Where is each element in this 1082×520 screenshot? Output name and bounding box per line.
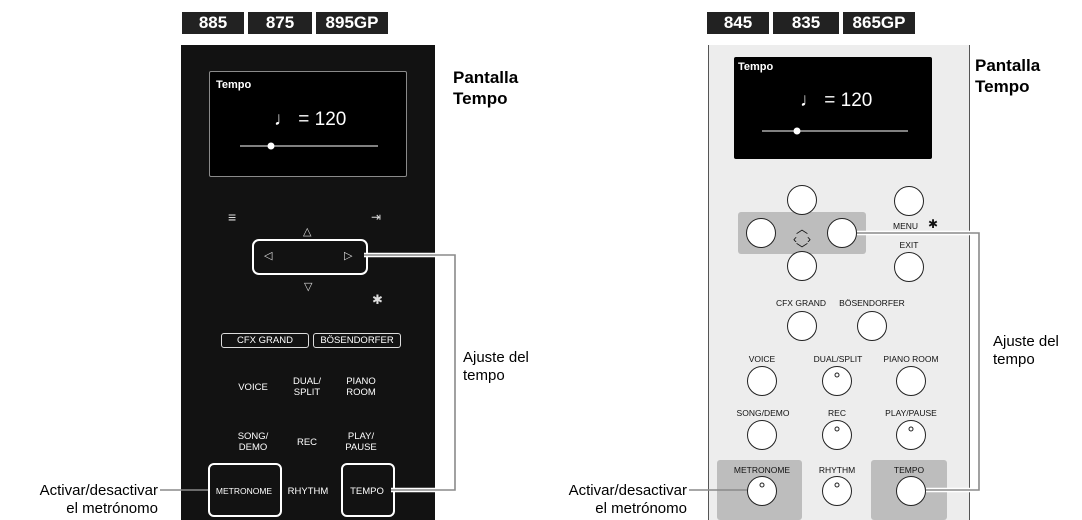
metronome-button[interactable]: [747, 476, 777, 506]
metronome-highlight: [208, 463, 282, 517]
rhythm-button[interactable]: [822, 476, 852, 506]
piano-room-button[interactable]: PIANO ROOM: [338, 376, 384, 398]
menu-button[interactable]: [894, 186, 924, 216]
display-title: Tempo: [216, 79, 252, 91]
up-chevron-icon: ︿: [795, 222, 808, 236]
menu-icon[interactable]: ≡: [228, 209, 237, 225]
model-tag-845: 845: [707, 12, 769, 34]
display-title: Tempo: [738, 61, 774, 73]
pantalla-line1: Pantalla: [453, 68, 519, 87]
down-button[interactable]: [787, 251, 817, 281]
down-chevron-icon: ﹀: [795, 242, 808, 256]
piano-room-label: PIANO ROOM: [883, 354, 939, 364]
rec-label: REC: [828, 408, 846, 418]
model-tag-835: 835: [773, 12, 839, 34]
model-tag-895gp: 895GP: [316, 12, 388, 34]
pantalla-line2: Tempo: [453, 89, 508, 108]
bosendorfer-button[interactable]: BÖSENDORFER: [313, 333, 401, 348]
cfx-grand-button[interactable]: CFX GRAND: [221, 333, 309, 348]
left-arrow-icon[interactable]: ◁: [264, 250, 273, 262]
menu-label: MENU: [893, 221, 919, 231]
rhythm-button[interactable]: RHYTHM: [287, 486, 329, 497]
play-pause-button[interactable]: [896, 420, 926, 450]
song-demo-label: SONG/DEMO: [736, 408, 790, 418]
voice-button[interactable]: [747, 366, 777, 396]
play-pause-button[interactable]: PLAY/ PAUSE: [338, 431, 384, 453]
activar-line2: el metrónomo: [66, 500, 158, 517]
ajuste-line1: Ajuste del: [463, 349, 529, 366]
exit-button[interactable]: [894, 252, 924, 282]
model-tag-885: 885: [182, 12, 244, 34]
pantalla-label-left: Pantalla Tempo: [453, 67, 518, 109]
cfx-grand-button[interactable]: [787, 311, 817, 341]
pantalla-line1: Pantalla: [975, 56, 1041, 75]
song-demo-button[interactable]: SONG/ DEMO: [230, 431, 276, 453]
song-demo-line2: DEMO: [238, 442, 268, 453]
dual-split-button[interactable]: [822, 366, 852, 396]
rec-button[interactable]: [822, 420, 852, 450]
ajuste-label-right: Ajuste del tempo: [993, 333, 1059, 369]
pantalla-label-right: Pantalla Tempo: [975, 55, 1040, 97]
tempo-value: ♩ = 120: [274, 109, 347, 130]
bosendorfer-label: BÖSENDORFER: [839, 298, 905, 308]
piano-room-line1: PIANO: [346, 376, 376, 387]
play-pause-line1: PLAY/: [347, 431, 375, 442]
right-button[interactable]: [827, 218, 857, 248]
song-demo-button[interactable]: [747, 420, 777, 450]
activar-label-left: Activar/desactivar el metrónomo: [0, 482, 158, 518]
cfx-grand-label: CFX GRAND: [775, 298, 827, 308]
tempo-button[interactable]: TEMPO: [350, 486, 384, 497]
ajuste-line2: tempo: [993, 351, 1035, 368]
left-right-chevron-icon: ‹ ›: [793, 232, 811, 246]
bosendorfer-button[interactable]: [857, 311, 887, 341]
voice-label: VOICE: [748, 354, 776, 364]
activar-line1: Activar/desactivar: [568, 482, 687, 499]
voice-button[interactable]: VOICE: [238, 382, 268, 393]
right-arrow-icon[interactable]: ▷: [344, 250, 353, 262]
play-pause-line2: PAUSE: [345, 442, 377, 453]
activar-line2: el metrónomo: [595, 500, 687, 517]
up-button[interactable]: [787, 185, 817, 215]
tempo-label: TEMPO: [893, 465, 925, 475]
tempo-button[interactable]: [896, 476, 926, 506]
bluetooth-icon: ✱: [928, 217, 939, 231]
pantalla-line2: Tempo: [975, 77, 1030, 96]
piano-room-button[interactable]: [896, 366, 926, 396]
panel-edge-right: [969, 45, 970, 520]
dual-split-label: DUAL/SPLIT: [813, 354, 863, 364]
exit-icon[interactable]: ⇥: [371, 210, 382, 224]
dual-split-button[interactable]: DUAL/ SPLIT: [284, 376, 330, 398]
left-button[interactable]: [746, 218, 776, 248]
left-right-buttons[interactable]: ◁ ▷: [252, 239, 368, 275]
rec-button[interactable]: REC: [296, 437, 318, 448]
activar-label-right: Activar/desactivar el metrónomo: [520, 482, 687, 518]
cursor-glyphs: ︿ ‹ › ﹀: [781, 222, 823, 256]
model-tag-865gp: 865GP: [843, 12, 915, 34]
activar-line1: Activar/desactivar: [39, 482, 158, 499]
panel-edge-left: [708, 45, 709, 520]
dual-split-line2: SPLIT: [293, 387, 321, 398]
dual-split-line1: DUAL/: [293, 376, 321, 387]
play-pause-label: PLAY/PAUSE: [885, 408, 937, 418]
ajuste-line2: tempo: [463, 367, 505, 384]
metronome-button[interactable]: METRONOME: [215, 486, 273, 496]
tempo-display-left: Tempo ♩ = 120: [209, 71, 407, 177]
song-demo-line1: SONG/: [237, 431, 269, 442]
bluetooth-icon: ✱: [372, 292, 383, 307]
tempo-value: ♩ = 120: [800, 90, 873, 111]
ajuste-label-left: Ajuste del tempo: [463, 349, 529, 385]
piano-room-line2: ROOM: [346, 387, 376, 398]
metronome-label: METRONOME: [733, 465, 791, 475]
model-tag-875: 875: [248, 12, 312, 34]
exit-label: EXIT: [899, 240, 919, 250]
tempo-display-right: Tempo ♩ = 120: [734, 57, 932, 159]
ajuste-line1: Ajuste del: [993, 333, 1059, 350]
down-arrow-icon[interactable]: ▽: [304, 281, 313, 293]
rhythm-label: RHYTHM: [818, 465, 856, 475]
up-arrow-icon[interactable]: △: [303, 226, 312, 238]
